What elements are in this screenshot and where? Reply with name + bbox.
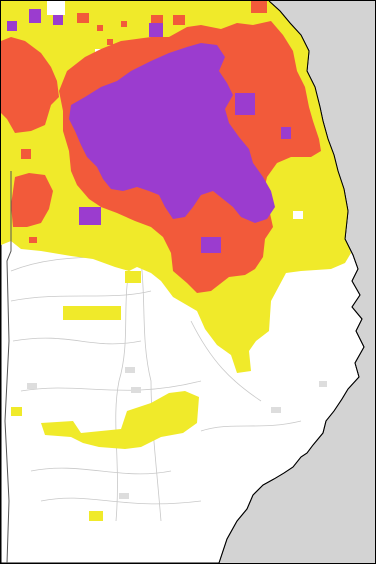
hazard-purple-patch [79, 207, 101, 225]
hazard-purple-patch [235, 93, 255, 115]
hazard-purple-patch [201, 237, 221, 253]
hazard-yellow-patch [41, 391, 199, 449]
prefecture-boundary [4, 171, 12, 563]
hazard-purple-patch [281, 127, 291, 139]
hazard-yellow-patch [63, 306, 121, 320]
hazard-yellow-patch [11, 407, 22, 416]
coastline [218, 1, 365, 563]
hazard-zone-red [87, 57, 117, 89]
hazard-zone-purple [69, 43, 275, 223]
hazard-zone-red [1, 37, 59, 133]
hazard-purple-patch [29, 9, 41, 23]
hazard-purple-patch [149, 23, 163, 37]
hazard-yellow-patch [89, 511, 103, 521]
hazard-zone-red [11, 173, 53, 227]
no-hazard-gap [47, 1, 65, 15]
hazard-red-patch [173, 15, 185, 25]
hazard-red-speckles [7, 21, 127, 243]
hazard-purple-patch [7, 21, 17, 31]
hazard-red-patch [151, 15, 163, 25]
no-hazard-gap [293, 211, 303, 219]
hazard-yellow-patch [125, 271, 141, 283]
hazard-red-patch [251, 1, 267, 13]
hazard-red-patch [21, 149, 31, 159]
hazard-purple-patch [53, 15, 63, 25]
map-labels [27, 367, 327, 499]
hazard-yellow-patch [211, 309, 229, 323]
hazard-red-patch [77, 13, 89, 23]
